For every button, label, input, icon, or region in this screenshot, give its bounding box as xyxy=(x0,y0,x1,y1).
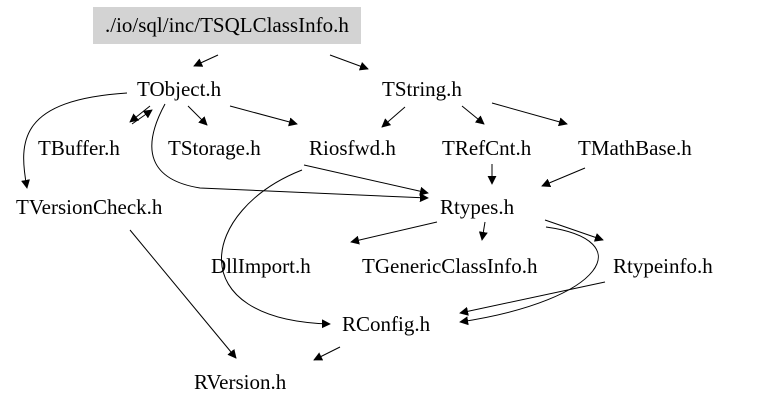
node-tsqlclassinfo: ./io/sql/inc/TSQLClassInfo.h xyxy=(93,7,361,44)
node-dllimport: DllImport.h xyxy=(211,254,311,278)
node-tstring: TString.h xyxy=(382,77,462,101)
node-rversion: RVersion.h xyxy=(194,370,287,394)
edge-tstring-to-trefcnt xyxy=(461,105,485,125)
edge-tobject-to-riosfwd xyxy=(229,105,298,127)
node-tbuffer: TBuffer.h xyxy=(38,136,120,160)
node-tmathbase: TMathBase.h xyxy=(578,136,692,160)
edge-tobject-to-rtypes xyxy=(151,103,429,203)
edge-tstring-to-riosfwd xyxy=(381,106,406,128)
edge-rtypes-to-rtypeinfo xyxy=(544,219,604,242)
edge-tstring-to-tmathbase xyxy=(491,102,568,127)
node-rtypes: Rtypes.h xyxy=(440,195,515,219)
edge-riosfwd-to-rtypes xyxy=(303,164,429,196)
node-trefcnt: TRefCnt.h xyxy=(442,136,532,160)
edge-tbuffer-to-tobject xyxy=(131,109,153,125)
edge-tobject-to-tbuffer xyxy=(129,105,151,123)
edge-tsqlclassinfo-to-tobject xyxy=(193,54,219,67)
edge-tmathbase-to-rtypes xyxy=(541,167,586,188)
edge-riosfwd-to-rconfig xyxy=(221,169,331,329)
node-tobject: TObject.h xyxy=(137,77,222,101)
edge-rtypes-to-dllimport xyxy=(350,221,438,245)
node-rtypeinfo: Rtypeinfo.h xyxy=(613,254,713,278)
edge-tobject-to-tstorage xyxy=(187,105,208,126)
edge-tsqlclassinfo-to-tstring xyxy=(329,54,369,71)
node-riosfwd: Riosfwd.h xyxy=(309,136,396,160)
edge-tobject-to-tversioncheck xyxy=(21,92,128,189)
edge-rtypes-to-rconfig xyxy=(459,226,599,326)
node-rconfig: RConfig.h xyxy=(342,312,431,336)
node-tversioncheck: TVersionCheck.h xyxy=(16,195,163,219)
edge-rtypes-to-tgenericclassinfo xyxy=(478,221,488,241)
edge-rconfig-to-rversion xyxy=(313,346,341,361)
node-tgenericclassinfo: TGenericClassInfo.h xyxy=(362,254,538,278)
node-tstorage: TStorage.h xyxy=(168,136,261,160)
edge-rtypeinfo-to-rconfig xyxy=(459,281,606,316)
edge-tversioncheck-to-rversion xyxy=(129,229,237,359)
